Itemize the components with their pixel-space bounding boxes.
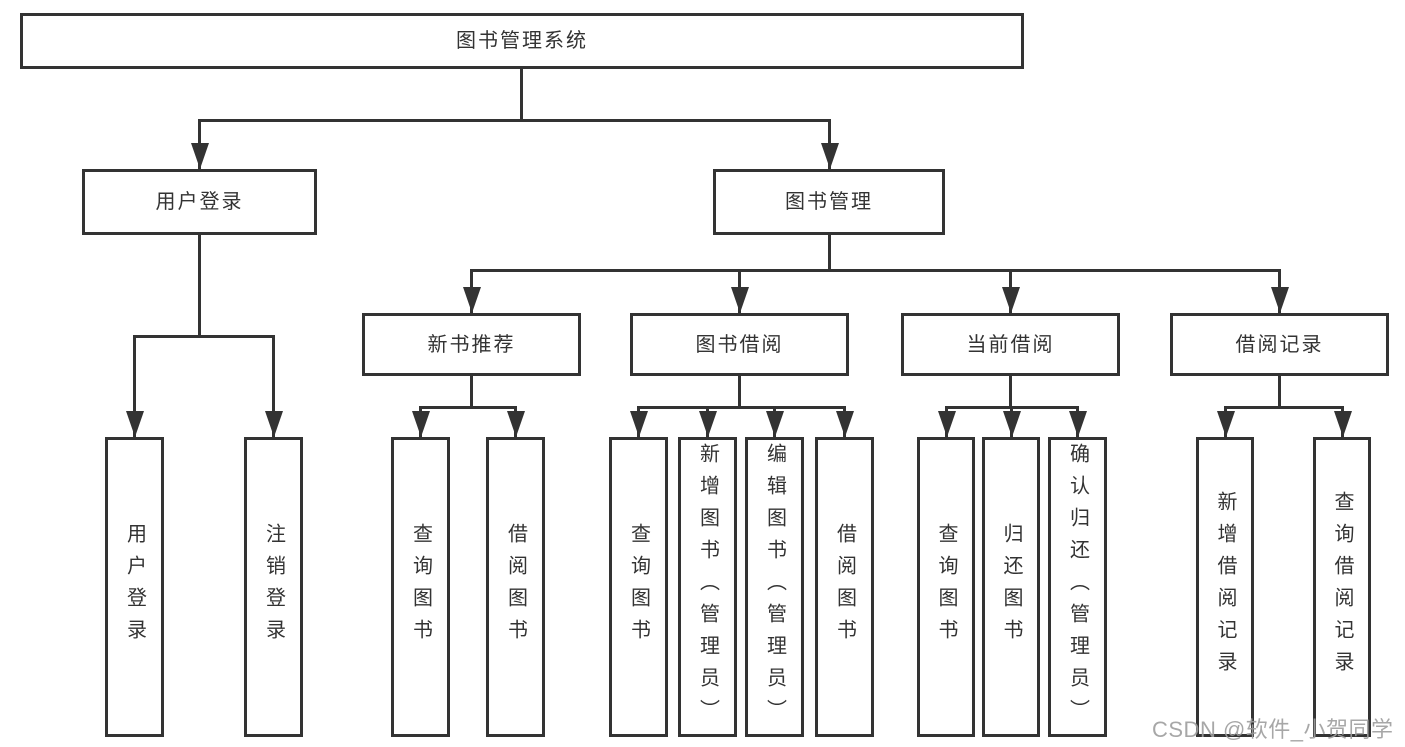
node-book-borrow-label: 图书借阅 [695, 333, 784, 356]
connector-new-book-branch [419, 406, 517, 409]
node-current-borrow: 当前借阅 [901, 313, 1120, 376]
connector-user-login-branch [133, 335, 274, 338]
leaf-cb-confirm-return-admin-label: 确认归还（管理员） [1066, 443, 1089, 731]
leaf-cb-confirm-return-admin: 确认归还（管理员） [1048, 437, 1107, 737]
node-book-management: 图书管理 [713, 169, 945, 235]
leaf-nb-borrow-books: 借阅图书 [486, 437, 545, 737]
leaf-br-query-record: 查询借阅记录 [1313, 437, 1371, 737]
leaf-br-query-record-label: 查询借阅记录 [1331, 491, 1353, 683]
leaf-nb-query-books: 查询图书 [391, 437, 450, 737]
arrow-bb-add-icon [706, 406, 709, 437]
connector-book-management-branch [470, 269, 1281, 272]
leaf-cb-return-books-label: 归还图书 [1000, 523, 1022, 651]
node-new-book-recommend: 新书推荐 [362, 313, 581, 376]
arrow-to-borrow-records-icon [1278, 269, 1281, 313]
arrow-to-login-leaf-icon [133, 335, 136, 437]
node-user-login: 用户登录 [82, 169, 317, 235]
connector-root-stem [520, 69, 523, 121]
node-book-management-label: 图书管理 [785, 191, 873, 213]
arrow-br-query-icon [1341, 406, 1344, 437]
leaf-bb-edit-books-admin: 编辑图书（管理员） [745, 437, 804, 737]
node-new-book-recommend-label: 新书推荐 [427, 333, 516, 356]
leaf-nb-query-books-label: 查询图书 [409, 523, 432, 651]
leaf-br-add-record-label: 新增借阅记录 [1214, 491, 1236, 683]
leaf-bb-add-books-admin-label: 新增图书（管理员） [696, 443, 719, 731]
connector-new-book-stem [470, 376, 473, 408]
node-book-borrow: 图书借阅 [630, 313, 849, 376]
leaf-bb-borrow-books-label: 借阅图书 [833, 523, 856, 651]
leaf-bb-edit-books-admin-label: 编辑图书（管理员） [763, 443, 786, 731]
leaf-user-login: 用户登录 [105, 437, 164, 737]
connector-borrow-records-branch [1224, 406, 1343, 409]
node-borrow-records-label: 借阅记录 [1235, 333, 1324, 356]
arrow-cb-confirm-icon [1076, 406, 1079, 437]
connector-book-borrow-stem [738, 376, 741, 408]
node-current-borrow-label: 当前借阅 [966, 333, 1055, 356]
leaf-nb-borrow-books-label: 借阅图书 [504, 523, 527, 651]
connector-root-branch [198, 119, 831, 122]
arrow-to-logout-leaf-icon [272, 335, 275, 437]
arrow-to-book-borrow-icon [738, 269, 741, 313]
leaf-bb-query-books: 查询图书 [609, 437, 668, 737]
leaf-user-login-label: 用户登录 [123, 523, 146, 651]
arrow-bb-edit-icon [773, 406, 776, 437]
node-root-system: 图书管理系统 [20, 13, 1024, 69]
leaf-bb-add-books-admin: 新增图书（管理员） [678, 437, 737, 737]
leaf-br-add-record: 新增借阅记录 [1196, 437, 1254, 737]
node-user-login-label: 用户登录 [155, 191, 244, 213]
arrow-to-current-borrow-icon [1009, 269, 1012, 313]
connector-user-login-stem [198, 235, 201, 337]
arrow-bb-borrow-icon [843, 406, 846, 437]
arrow-bb-query-icon [637, 406, 640, 437]
leaf-bb-query-books-label: 查询图书 [627, 523, 650, 651]
arrow-to-new-book-icon [470, 269, 473, 313]
leaf-logout: 注销登录 [244, 437, 303, 737]
connector-borrow-records-stem [1278, 376, 1281, 408]
leaf-logout-label: 注销登录 [262, 523, 285, 651]
connector-book-management-stem [828, 235, 831, 271]
arrow-nb-borrow-icon [514, 406, 517, 437]
arrow-nb-query-icon [419, 406, 422, 437]
leaf-cb-return-books: 归还图书 [982, 437, 1040, 737]
arrow-to-book-management-icon [828, 119, 831, 169]
leaf-bb-borrow-books: 借阅图书 [815, 437, 874, 737]
leaf-cb-query-books-label: 查询图书 [935, 523, 957, 651]
connector-book-borrow-branch [637, 406, 845, 409]
node-borrow-records: 借阅记录 [1170, 313, 1389, 376]
leaf-cb-query-books: 查询图书 [917, 437, 975, 737]
arrow-to-user-login-icon [198, 119, 201, 169]
arrow-br-add-icon [1224, 406, 1227, 437]
csdn-watermark: CSDN @软件_小贺同学 [1152, 717, 1394, 742]
node-root-label: 图书管理系统 [456, 30, 588, 52]
connector-current-borrow-stem [1009, 376, 1012, 408]
arrow-cb-return-icon [1010, 406, 1013, 437]
arrow-cb-query-icon [945, 406, 948, 437]
